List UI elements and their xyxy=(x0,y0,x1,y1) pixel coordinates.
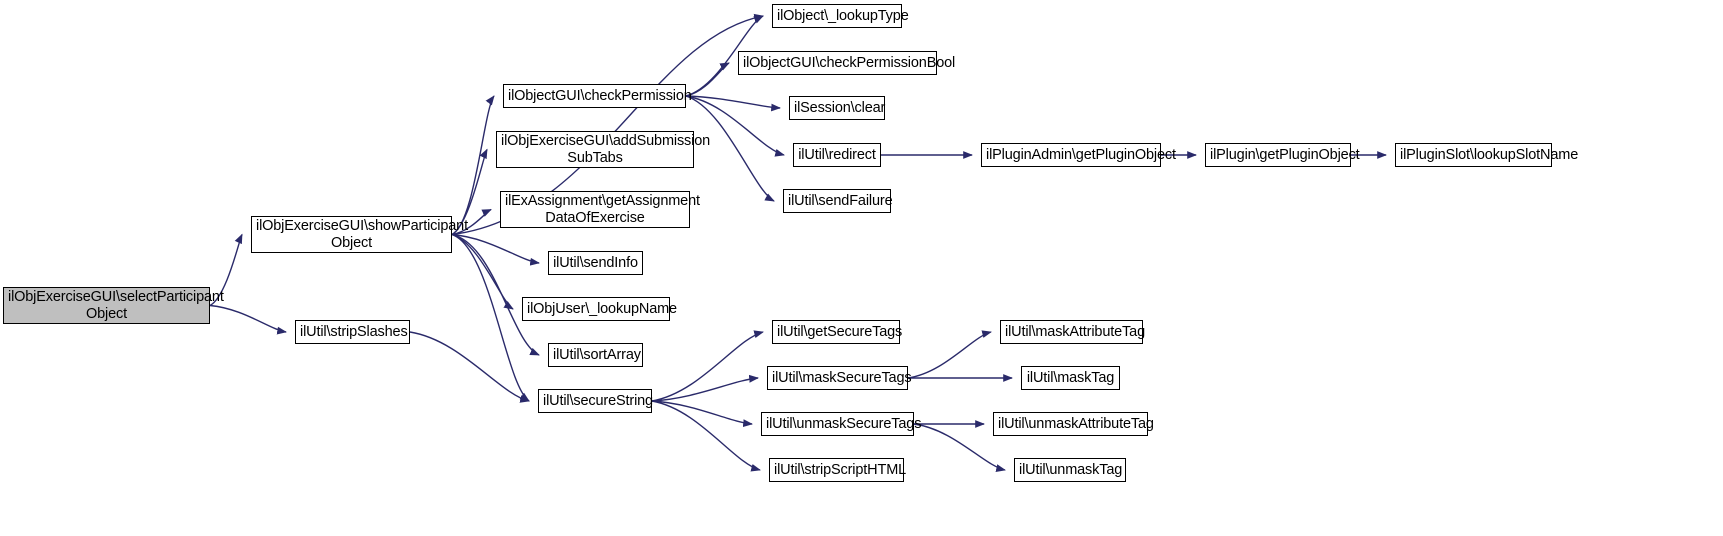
graph-node-label: ilUtil\secureString xyxy=(543,392,653,409)
graph-node-label: ilUtil\redirect xyxy=(798,146,876,163)
graph-node-label: ilUtil\maskTag xyxy=(1026,369,1115,386)
graph-node-getPluginObjectAdmin[interactable]: ilPluginAdmin\getPluginObject xyxy=(981,143,1176,167)
graph-node-label: ilUtil\unmaskTag xyxy=(1019,461,1123,478)
graph-edge-selectParticipantObject-to-stripSlashes xyxy=(209,304,287,335)
graph-edge-stripSlashes-to-secureString xyxy=(409,331,530,403)
graph-node-maskSecureTags[interactable]: ilUtil\maskSecureTags xyxy=(767,366,912,390)
graph-node-addSubmissionSubTabs[interactable]: ilObjExerciseGUI\addSubmission SubTabs xyxy=(496,131,711,168)
graph-edge-showParticipantObject-to-sendInfo xyxy=(451,233,540,266)
graph-node-label: ilExAssignment\getAssignment DataOfExerc… xyxy=(505,193,700,226)
graph-node-label: ilObjUser\_lookupName xyxy=(527,300,677,317)
graph-node-unmaskAttributeTag[interactable]: ilUtil\unmaskAttributeTag xyxy=(993,412,1154,436)
graph-node-unmaskTag[interactable]: ilUtil\unmaskTag xyxy=(1014,458,1126,482)
graph-node-sortArray[interactable]: ilUtil\sortArray xyxy=(548,343,643,367)
graph-node-lookupName[interactable]: ilObjUser\_lookupName xyxy=(522,297,677,321)
graph-edge-showParticipantObject-to-secureString xyxy=(451,233,530,402)
graph-node-label: ilPluginAdmin\getPluginObject xyxy=(986,146,1176,163)
graph-node-label: ilObject\_lookupType xyxy=(777,7,909,24)
graph-node-maskTag[interactable]: ilUtil\maskTag xyxy=(1021,366,1120,390)
graph-node-label: ilObjectGUI\checkPermissionBool xyxy=(743,54,956,71)
graph-node-label: ilPluginSlot\lookupSlotName xyxy=(1400,146,1579,163)
graph-node-label: ilUtil\unmaskSecureTags xyxy=(766,415,922,432)
graph-edge-secureString-to-getSecureTags xyxy=(651,330,764,402)
graph-edge-maskSecureTags-to-maskAttributeTag xyxy=(907,330,992,379)
graph-node-lookupSlotName[interactable]: ilPluginSlot\lookupSlotName xyxy=(1395,143,1579,167)
graph-edge-checkPermission-to-sessionClear xyxy=(685,95,781,112)
graph-node-lookupType[interactable]: ilObject\_lookupType xyxy=(772,4,909,28)
graph-node-stripScriptHTML[interactable]: ilUtil\stripScriptHTML xyxy=(769,458,907,482)
graph-node-checkPermission[interactable]: ilObjectGUI\checkPermission xyxy=(503,84,692,108)
graph-node-checkPermissionBool[interactable]: ilObjectGUI\checkPermissionBool xyxy=(738,51,956,75)
graph-node-showParticipantObject[interactable]: ilObjExerciseGUI\showParticipant Object xyxy=(251,216,468,253)
graph-node-label: ilObjectGUI\checkPermission xyxy=(508,87,692,104)
graph-node-label: ilUtil\stripSlashes xyxy=(300,323,408,340)
graph-node-secureString[interactable]: ilUtil\secureString xyxy=(538,389,653,413)
graph-node-getPluginObject[interactable]: ilPlugin\getPluginObject xyxy=(1205,143,1360,167)
graph-node-label: ilUtil\sortArray xyxy=(553,346,641,363)
graph-edge-secureString-to-maskSecureTags xyxy=(651,374,759,402)
graph-node-unmaskSecureTags[interactable]: ilUtil\unmaskSecureTags xyxy=(761,412,922,436)
graph-node-getAssignmentDataOfExercise[interactable]: ilExAssignment\getAssignment DataOfExerc… xyxy=(500,191,700,228)
graph-node-label: ilObjExerciseGUI\addSubmission SubTabs xyxy=(501,133,711,166)
graph-node-label: ilUtil\maskSecureTags xyxy=(772,369,912,386)
graph-node-maskAttributeTag[interactable]: ilUtil\maskAttributeTag xyxy=(1000,320,1145,344)
graph-node-label: ilUtil\unmaskAttributeTag xyxy=(998,415,1154,432)
graph-node-label: ilUtil\maskAttributeTag xyxy=(1005,323,1145,340)
graph-edge-showParticipantObject-to-checkPermission xyxy=(451,95,495,236)
graph-edge-secureString-to-stripScriptHTML xyxy=(651,400,761,472)
graph-node-label: ilObjExerciseGUI\selectParticipant Objec… xyxy=(8,289,224,322)
graph-node-label: ilUtil\sendFailure xyxy=(788,192,893,209)
graph-edge-unmaskSecureTags-to-unmaskTag xyxy=(913,423,1006,472)
graph-node-label: ilUtil\sendInfo xyxy=(553,254,638,271)
graph-node-label: ilObjExerciseGUI\showParticipant Object xyxy=(256,218,468,251)
graph-node-label: ilPlugin\getPluginObject xyxy=(1210,146,1360,163)
graph-node-selectParticipantObject[interactable]: ilObjExerciseGUI\selectParticipant Objec… xyxy=(3,287,224,324)
graph-node-sendFailure[interactable]: ilUtil\sendFailure xyxy=(783,189,893,213)
graph-edge-checkPermission-to-checkPermissionBool xyxy=(685,62,730,97)
graph-node-label: ilUtil\getSecureTags xyxy=(777,323,903,340)
graph-edge-showParticipantObject-to-lookupName xyxy=(451,233,514,310)
graph-node-stripSlashes[interactable]: ilUtil\stripSlashes xyxy=(295,320,410,344)
graph-node-getSecureTags[interactable]: ilUtil\getSecureTags xyxy=(772,320,903,344)
graph-node-label: ilSession\clear xyxy=(794,99,886,116)
graph-edge-secureString-to-unmaskSecureTags xyxy=(651,400,753,428)
graph-node-sendInfo[interactable]: ilUtil\sendInfo xyxy=(548,251,643,275)
graph-node-label: ilUtil\stripScriptHTML xyxy=(774,461,907,478)
graph-node-redirect[interactable]: ilUtil\redirect xyxy=(793,143,881,167)
graph-node-sessionClear[interactable]: ilSession\clear xyxy=(789,96,885,120)
graph-edge-showParticipantObject-to-sortArray xyxy=(451,233,540,356)
